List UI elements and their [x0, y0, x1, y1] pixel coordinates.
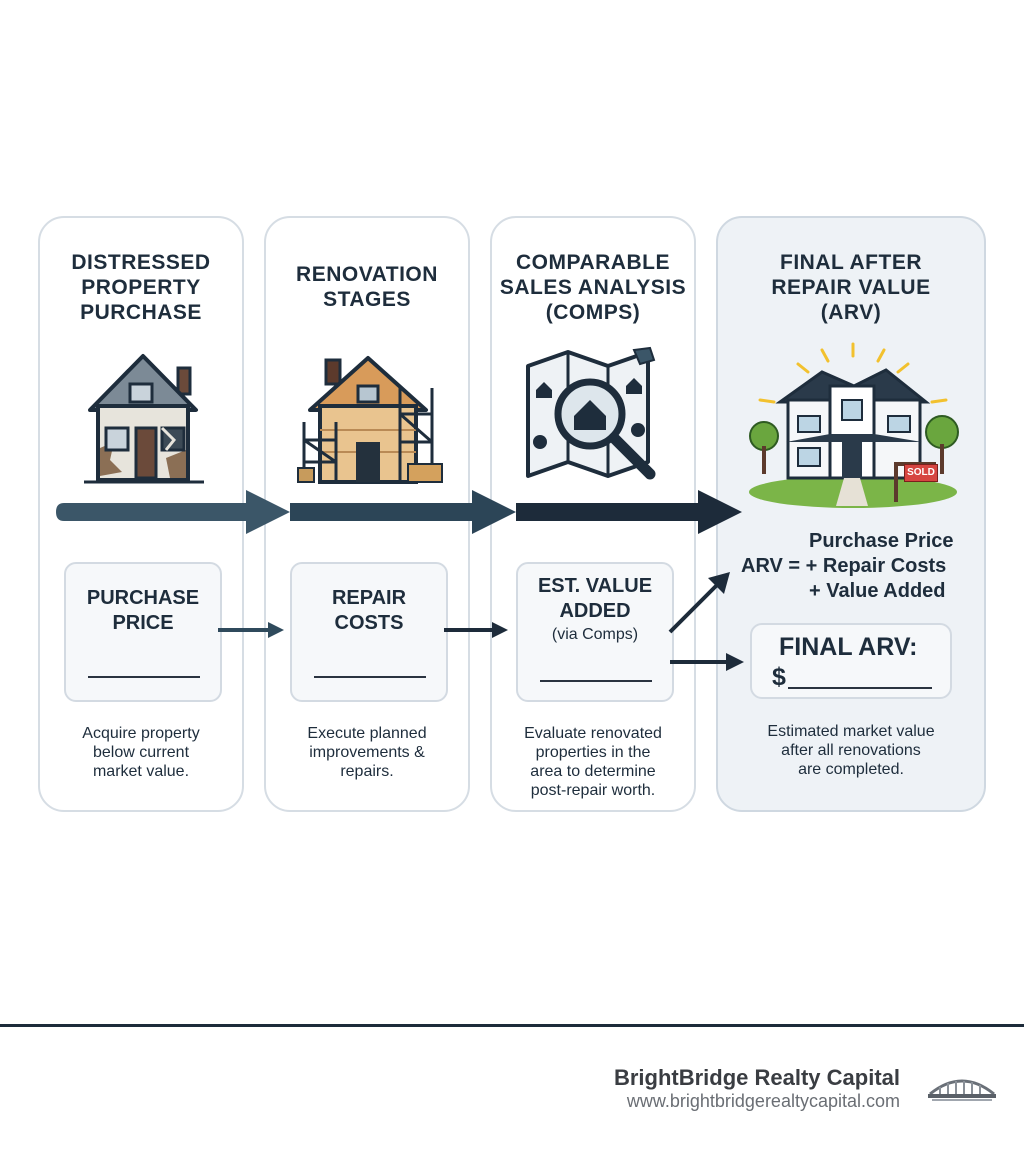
blank-entry-line: [788, 687, 932, 689]
main-arrow-1: [56, 490, 290, 534]
description-line: Estimated market value: [767, 723, 935, 740]
title-line: STAGES: [323, 288, 411, 311]
formula-line: ARV = + Repair Costs: [741, 555, 947, 577]
description-line: are completed.: [798, 761, 904, 778]
blank-entry-line: [540, 680, 652, 682]
input-label: PURCHASE PRICE: [66, 586, 220, 636]
input-label-line: COSTS: [334, 612, 404, 634]
input-label-line: PURCHASE: [86, 587, 200, 609]
stage-title: FINAL AFTER REPAIR VALUE (ARV): [718, 250, 984, 325]
input-sublabel: (via Comps): [551, 626, 639, 643]
title-line: REPAIR VALUE: [771, 276, 931, 299]
repair-costs-field[interactable]: REPAIR COSTS: [290, 562, 448, 702]
title-line: PROPERTY: [81, 276, 201, 299]
description-line: repairs.: [340, 763, 394, 780]
stage-description: Execute planned improvements & repairs.: [276, 724, 458, 781]
footer-divider: [0, 1024, 1024, 1027]
sold-sign: SOLD: [904, 464, 938, 482]
stage-description: Acquire property below current market va…: [50, 724, 232, 781]
renovation-scaffold-house-icon: [297, 356, 443, 484]
title-line: FINAL AFTER: [780, 251, 922, 274]
description-line: after all renovations: [781, 742, 921, 759]
title-line: PURCHASE: [80, 301, 202, 324]
brand-name: BrightBridge Realty Capital: [613, 1065, 900, 1090]
description-line: below current: [92, 744, 190, 761]
title-line: (COMPS): [545, 301, 641, 324]
stage-title: COMPARABLE SALES ANALYSIS (COMPS): [492, 250, 694, 325]
distressed-house-icon: [84, 354, 204, 484]
main-arrow-2: [290, 490, 516, 534]
title-line: SALES ANALYSIS: [499, 276, 687, 299]
description-line: area to determine: [530, 763, 656, 780]
main-arrow-3: [516, 490, 742, 534]
title-line: DISTRESSED: [71, 251, 211, 274]
input-label-line: REPAIR: [331, 587, 407, 609]
description-line: improvements &: [309, 744, 425, 761]
title-line: RENOVATION: [296, 263, 438, 286]
stage-title: DISTRESSED PROPERTY PURCHASE: [40, 250, 242, 325]
brand-url: www.brightbridgerealtycapital.com: [626, 1091, 900, 1111]
description-line: market value.: [92, 763, 190, 780]
flow-arrows: [56, 490, 744, 671]
title-line: COMPARABLE: [516, 251, 670, 274]
description-line: properties in the: [535, 744, 651, 761]
input-label: EST. VALUE ADDED: [518, 574, 672, 624]
stage-title: RENOVATION STAGES: [266, 262, 468, 312]
sold-house-icon: [749, 342, 959, 508]
final-arv-field[interactable]: FINAL ARV: $: [750, 623, 952, 699]
input-label-line: EST. VALUE: [537, 575, 653, 597]
final-arv-label: FINAL ARV:: [779, 633, 918, 661]
est-value-added-field[interactable]: EST. VALUE ADDED (via Comps): [516, 562, 674, 702]
title-line: (ARV): [820, 301, 882, 324]
description-line: Acquire property: [82, 725, 200, 742]
blank-entry-line: [88, 676, 200, 678]
input-label-line: ADDED: [559, 600, 631, 622]
bridge-logo-icon: [928, 1079, 996, 1101]
stage-description: Estimated market value after all renovat…: [726, 722, 976, 779]
input-label: REPAIR COSTS: [292, 586, 446, 636]
description-line: Evaluate renovated: [524, 725, 662, 742]
map-magnifier-icon: [526, 346, 656, 480]
formula-line: Purchase Price: [809, 530, 954, 552]
input-label-line: PRICE: [112, 612, 174, 634]
formula-line: + Value Added: [809, 580, 946, 602]
stage-description: Evaluate renovated properties in the are…: [502, 724, 684, 800]
description-line: Execute planned: [307, 725, 427, 742]
blank-entry-line: [314, 676, 426, 678]
stage-card-final-arv: FINAL AFTER REPAIR VALUE (ARV) SOLD: [716, 216, 986, 812]
description-line: post-repair worth.: [530, 782, 656, 799]
currency-symbol: $: [772, 663, 786, 691]
